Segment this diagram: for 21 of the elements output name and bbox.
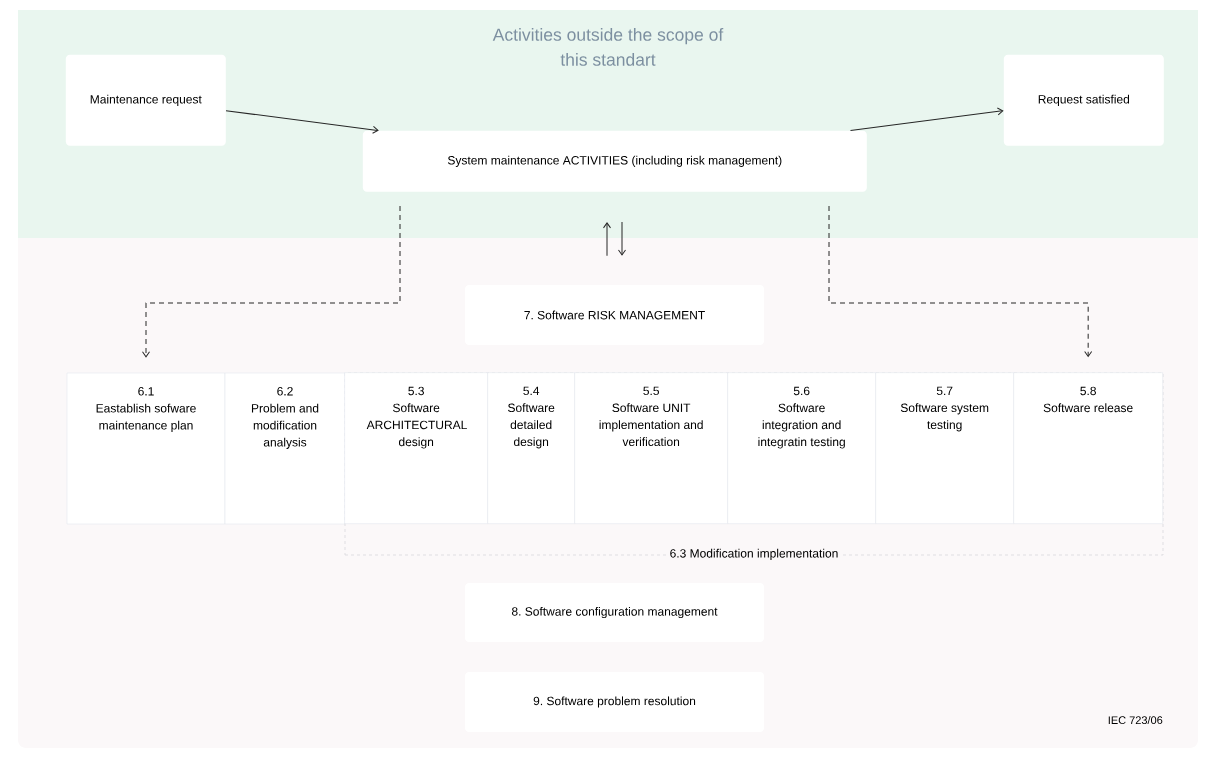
process-step-cell: 5.5 Software UNIT implementation and verification: [574, 372, 728, 524]
process-step-cell: 6.2 Problem and modification analysis: [224, 372, 346, 525]
arrow: [225, 110, 379, 134]
arrow: [142, 205, 401, 358]
process-box: 7. Software RISK MANAGEMENT: [465, 285, 764, 345]
process-step-cell: 5.8 Software release: [1013, 372, 1163, 524]
process-step-cell: 5.3 Software ARCHITECTURAL design: [344, 372, 488, 524]
process-step-cell: 5.4 Software detailed design: [487, 372, 575, 524]
arrow: [618, 221, 626, 256]
process-box: Maintenance request: [65, 54, 226, 146]
process-box: System maintenance ACTIVITIES (including risk management): [362, 130, 867, 192]
process-step-cell: 5.6 Software integration and integratin testing: [727, 372, 876, 524]
arrow: [828, 205, 1093, 357]
process-box: 9. Software problem resolution: [465, 672, 764, 732]
process-box: Request satisfied: [1003, 54, 1164, 146]
process-step-cell: 5.7 Software system testing: [875, 372, 1014, 524]
arrow: [850, 107, 1004, 132]
reference-note: IEC 723/06: [1108, 715, 1163, 725]
process-step-cell: 6.1 Eastablish sofware maintenance plan: [66, 372, 226, 525]
arrow: [603, 222, 611, 257]
process-box: 8. Software configuration management: [465, 583, 764, 642]
